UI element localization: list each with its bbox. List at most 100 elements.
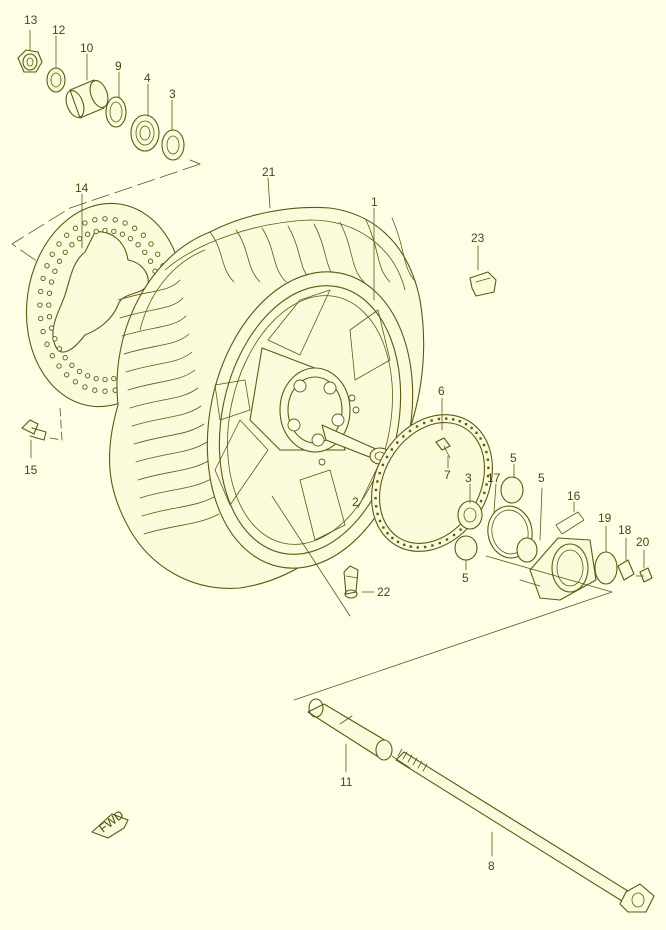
tone-ring-tooth xyxy=(381,463,385,467)
tone-ring-tooth xyxy=(415,425,419,428)
tread-groove xyxy=(235,229,261,283)
thread-line xyxy=(422,763,428,772)
disc-hole xyxy=(56,363,62,369)
tone-ring-tooth xyxy=(396,441,399,444)
disc-hole xyxy=(122,220,128,226)
thread-line xyxy=(397,748,403,757)
callout-9: 9 xyxy=(115,59,122,73)
callout-21: 21 xyxy=(262,165,276,179)
assembly-line-upper xyxy=(11,163,201,263)
tone-ring-tooth xyxy=(403,543,406,546)
disc-hole xyxy=(142,249,148,255)
disc-hole xyxy=(38,315,44,322)
tread-groove xyxy=(119,297,184,319)
disc-hole xyxy=(48,279,55,285)
tone-ring-tooth xyxy=(396,540,400,544)
disc-hole xyxy=(44,341,50,347)
disc-hole xyxy=(111,228,117,235)
fwd-arrow-icon: FWD xyxy=(91,807,129,839)
tone-ring-tooth xyxy=(475,431,478,434)
thread-line xyxy=(417,760,423,769)
callout-16: 16 xyxy=(567,489,581,503)
callout-23: 23 xyxy=(471,231,485,245)
disc-hole xyxy=(102,216,108,222)
tread-groove xyxy=(131,405,202,427)
disc-hole xyxy=(62,249,68,255)
callout-3: 3 xyxy=(169,87,176,101)
tone-ring-tooth xyxy=(385,455,389,459)
tone-ring-tooth xyxy=(485,450,488,454)
disc-hole xyxy=(62,355,68,361)
disc-hole xyxy=(131,225,138,231)
tone-ring-tooth xyxy=(378,471,381,475)
valve-leader-line xyxy=(271,495,351,617)
callout-12: 12 xyxy=(52,23,66,37)
tread-groove xyxy=(261,227,287,283)
tone-ring-tooth xyxy=(374,505,378,508)
tone-ring-tooth xyxy=(391,536,394,540)
callout-15: 15 xyxy=(24,463,38,477)
tone-ring-tooth xyxy=(486,458,490,461)
disc-hole xyxy=(48,325,55,331)
callout-2: 2 xyxy=(352,495,359,509)
tone-ring-tooth xyxy=(437,417,441,421)
tread-groove xyxy=(391,217,417,283)
disc-hole xyxy=(49,251,55,257)
disc-hole xyxy=(102,227,108,234)
tone-ring-tooth xyxy=(390,448,393,451)
disc-hole xyxy=(102,388,108,394)
tread-groove xyxy=(123,333,190,355)
disc-hole xyxy=(84,373,91,379)
callout-19: 19 xyxy=(598,511,612,525)
tone-ring-tooth xyxy=(487,466,490,469)
callout-3-right: 3 xyxy=(465,471,472,485)
callout-13: 13 xyxy=(24,13,38,27)
part-5-damper-right xyxy=(516,537,538,563)
part-12-washer xyxy=(46,67,66,93)
part-23-clip xyxy=(469,271,497,297)
tread-groove xyxy=(135,441,208,463)
disc-hole xyxy=(56,346,63,352)
tread-groove xyxy=(209,231,235,283)
disc-hole xyxy=(84,231,91,237)
tone-ring-tooth xyxy=(482,443,486,447)
tone-ring-tooth xyxy=(423,545,427,549)
callout-5-top: 5 xyxy=(510,451,517,465)
tread-groove xyxy=(121,315,187,337)
tread-groove xyxy=(129,387,199,409)
part-20-screw xyxy=(635,567,653,583)
tone-ring-tooth xyxy=(452,418,455,421)
disc-hole xyxy=(40,328,46,335)
tread-groove xyxy=(117,279,181,301)
part-7-screw xyxy=(435,437,451,459)
part-17-o-ring xyxy=(487,505,533,559)
disc-hole xyxy=(82,220,88,226)
part-3-bearing-right xyxy=(457,500,483,530)
callout-labels: 13 12 10 9 4 3 21 1 14 23 6 7 15 5 3 17 … xyxy=(24,13,650,873)
callout-11: 11 xyxy=(340,775,353,789)
part-13-nut xyxy=(17,49,43,73)
callout-6: 6 xyxy=(438,384,445,398)
tread-groove xyxy=(127,369,196,391)
tone-ring-tooth xyxy=(458,420,461,423)
tone-ring-tooth xyxy=(430,419,433,422)
part-11-axle-collar xyxy=(307,698,393,761)
part-22-valve xyxy=(343,565,359,599)
tone-ring-tooth xyxy=(416,546,419,549)
tread-groove xyxy=(141,495,217,517)
callout-4: 4 xyxy=(144,71,151,85)
disc-hole xyxy=(93,228,99,235)
tone-ring-tooth xyxy=(485,483,488,486)
disc-hole xyxy=(46,314,53,320)
part-16-sensor-bracket xyxy=(519,511,597,601)
tone-ring-tooth xyxy=(464,422,468,426)
tread-groove xyxy=(125,351,193,373)
tone-ring-tooth xyxy=(374,497,377,500)
tread-groove xyxy=(137,459,211,481)
part-19-cap xyxy=(594,551,618,585)
callout-5-bottom: 5 xyxy=(462,571,469,585)
callout-22: 22 xyxy=(377,585,391,599)
assembly-line-lower xyxy=(293,555,613,701)
tone-ring-tooth xyxy=(382,526,385,529)
